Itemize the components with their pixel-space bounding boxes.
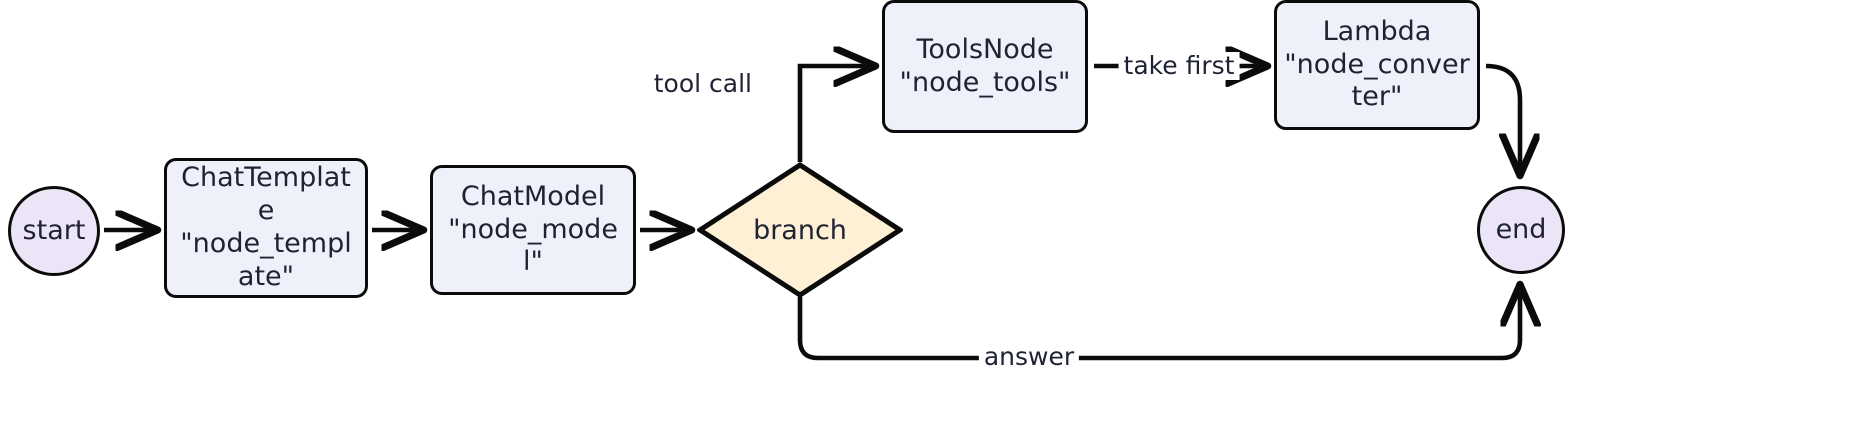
edge-label-take-first: take first [1118,52,1240,80]
node-chat-template[interactable]: ChatTemplate "node_template" [164,158,368,298]
edge-branch-to-end [797,288,1520,361]
edge-label-answer: answer [978,343,1080,371]
node-converter-label: Lambda "node_converter" [1284,15,1470,113]
node-end[interactable]: end [1477,186,1565,274]
node-tools-label: ToolsNode "node_tools" [899,33,1071,98]
edge-label-tool-call: tool call [648,70,757,98]
edge-converter-to-end [1485,63,1520,172]
node-branch[interactable]: branch [697,162,903,298]
node-converter[interactable]: Lambda "node_converter" [1274,0,1480,130]
node-end-label: end [1495,213,1547,245]
node-start-label: start [22,214,86,246]
node-chat-template-label: ChatTemplate "node_template" [180,162,352,292]
node-branch-label: branch [753,214,847,246]
node-chat-model[interactable]: ChatModel "node_model" [430,165,636,295]
node-chat-model-label: ChatModel "node_model" [448,180,618,278]
node-start[interactable]: start [8,186,100,276]
edge-branch-to-tools [797,66,872,162]
node-tools[interactable]: ToolsNode "node_tools" [882,0,1088,133]
branch-diamond-shape [697,162,903,298]
